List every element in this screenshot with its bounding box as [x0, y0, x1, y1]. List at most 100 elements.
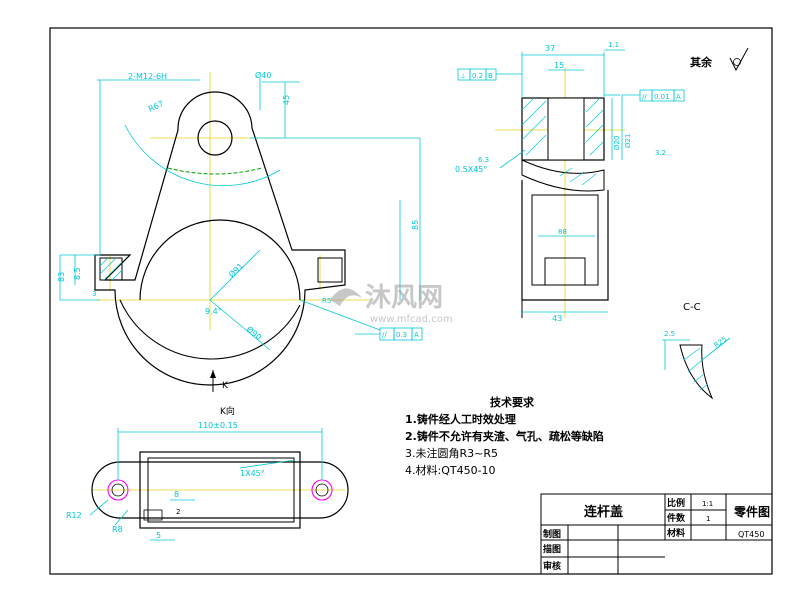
- side-transition-hatch: [559, 167, 597, 186]
- side-view: 37 15 1.1 0.5X45° 88 43 Ø20 Ø21 3.2 6.3 …: [455, 41, 685, 323]
- side-inner-slot: [544, 257, 586, 286]
- tech-requirements-title: 技术要求: [490, 395, 535, 409]
- title-block: [540, 493, 773, 575]
- bottom-mark-2: 2: [176, 508, 180, 516]
- side-dimension-lines: [499, 49, 640, 313]
- tech-requirements: 技术要求 1.铸件经人工时效处理 2.铸件不允许有夹渣、气孔、疏松等缺陷 3.未…: [405, 395, 604, 477]
- title-label-drawn: 制图: [543, 528, 561, 540]
- front-right-boss: [317, 257, 343, 283]
- title-label-drafted: 描图: [543, 543, 561, 555]
- bottom-small-slot: [143, 509, 163, 521]
- front-bearing-arc: [139, 219, 301, 301]
- title-label-count: 件数: [667, 512, 686, 524]
- front-height-8-5: 8.5: [73, 267, 82, 280]
- surface-finish-note: 其余: [690, 47, 749, 72]
- bottom-chamfer: 1X45°: [240, 469, 265, 478]
- k-arrow-head-icon: [210, 370, 216, 378]
- svg-text://: //: [642, 93, 647, 101]
- bottom-r8: R8: [112, 525, 123, 534]
- side-width-43: 43: [552, 314, 562, 323]
- svg-text:⊥: ⊥: [460, 72, 466, 80]
- title-label-scale: 比例: [667, 497, 685, 509]
- watermark-url: www.mfcad.com: [370, 314, 453, 325]
- title-value-scale: 1:1: [702, 500, 713, 508]
- front-height-85: 85: [411, 220, 420, 230]
- title-drawing-type: 零件图: [733, 504, 770, 519]
- k-view-label: K向: [220, 405, 235, 417]
- watermark: 沐风网 www.mfcad.com: [330, 283, 453, 325]
- side-dia-21: Ø21: [624, 134, 632, 148]
- front-radius-top: R67: [147, 99, 165, 114]
- front-height-83: 83: [57, 272, 66, 282]
- title-label-material: 材料: [666, 527, 685, 539]
- bottom-outline: [91, 461, 349, 519]
- side-width-15: 15: [554, 61, 564, 70]
- side-width-1-1: 1.1: [608, 41, 619, 49]
- side-tolerance-right: // 0.01 A: [604, 89, 685, 102]
- front-hole-callout: 2-M12-6H: [128, 72, 167, 81]
- front-dia-top: Ø40: [255, 70, 271, 80]
- front-tolerance-frame: // 0.3 A: [355, 327, 423, 341]
- side-chamfer: 0.5X45°: [455, 165, 487, 174]
- section-cc-profile: [679, 344, 714, 400]
- bottom-dim-8: 8: [174, 490, 179, 499]
- svg-text:0.3: 0.3: [396, 331, 407, 339]
- title-value-count: 1: [706, 515, 710, 523]
- watermark-brand: 沐风网: [365, 283, 443, 313]
- svg-text:0.01: 0.01: [654, 93, 670, 101]
- title-value-material: QT450: [738, 530, 764, 539]
- front-top-bore: [197, 120, 233, 156]
- k-arrow-label: K: [222, 381, 229, 391]
- svg-text:A: A: [414, 331, 419, 339]
- tech-requirement-item: 1.铸件经人工时效处理: [405, 412, 516, 426]
- front-height-45: 45: [282, 95, 291, 105]
- bottom-inner: [147, 457, 295, 523]
- front-outline: [94, 91, 346, 386]
- front-view: 2-M12-6H R67 Ø40 45 85 83 8.5 9.4° Ø91 Ø…: [57, 70, 423, 417]
- tech-requirement-item: 3.未注圆角R3~R5: [405, 446, 498, 460]
- surface-finish-label: 其余: [690, 55, 713, 69]
- roughness-check-icon: [729, 47, 749, 72]
- side-lower-body: [521, 180, 609, 301]
- drawing-border: [49, 27, 773, 575]
- side-tolerance-left: ⊥ 0.2 B: [457, 68, 522, 81]
- section-cc-hatch: [683, 347, 709, 391]
- side-dia-20: Ø20: [613, 136, 621, 150]
- front-dia-main: Ø91: [226, 261, 245, 280]
- side-transition: [521, 159, 605, 192]
- side-width-88: 88: [558, 228, 567, 236]
- section-cc-label: C-C: [683, 302, 701, 313]
- section-cc-dim-r: R25: [713, 335, 729, 349]
- front-dia-bore: Ø90: [245, 324, 264, 342]
- front-small-right: R5: [322, 297, 331, 305]
- bottom-dim-5: 5: [156, 531, 161, 540]
- front-left-boss-hatch: [99, 257, 123, 281]
- svg-text:B: B: [488, 72, 493, 80]
- bottom-r12: R12: [66, 511, 82, 520]
- side-width-37: 37: [545, 44, 555, 53]
- front-small-left: 3: [92, 290, 96, 298]
- section-cc: C-C 2.5 R25: [662, 302, 731, 400]
- front-rib-line: [167, 167, 263, 175]
- bottom-length: 110±0.15: [198, 421, 238, 430]
- svg-text://: //: [382, 331, 387, 339]
- side-top-bore: [547, 97, 585, 161]
- tech-requirement-item: 4.材料:QT450-10: [405, 463, 496, 477]
- title-label-checked: 审核: [543, 560, 561, 572]
- bottom-view: 110±0.15 1X45° R12 R8 8 5 2: [66, 421, 349, 541]
- svg-text:0.2: 0.2: [472, 72, 483, 80]
- front-dimension-lines: [59, 78, 421, 351]
- front-bearing-outer: [119, 299, 301, 360]
- side-top-hatch: [521, 97, 605, 156]
- watermark-logo-icon: [330, 288, 362, 306]
- front-angle: 9.4°: [205, 307, 222, 316]
- side-finish-b: 6.3: [478, 156, 489, 164]
- svg-text:A: A: [676, 93, 681, 101]
- section-cc-dim-a: 2.5: [664, 330, 675, 338]
- bottom-body: [139, 451, 301, 529]
- bottom-dimension-lines: [89, 428, 323, 541]
- tech-requirement-item: 2.铸件不允许有夹渣、气孔、疏松等缺陷: [405, 429, 604, 443]
- front-left-boss: [99, 257, 123, 281]
